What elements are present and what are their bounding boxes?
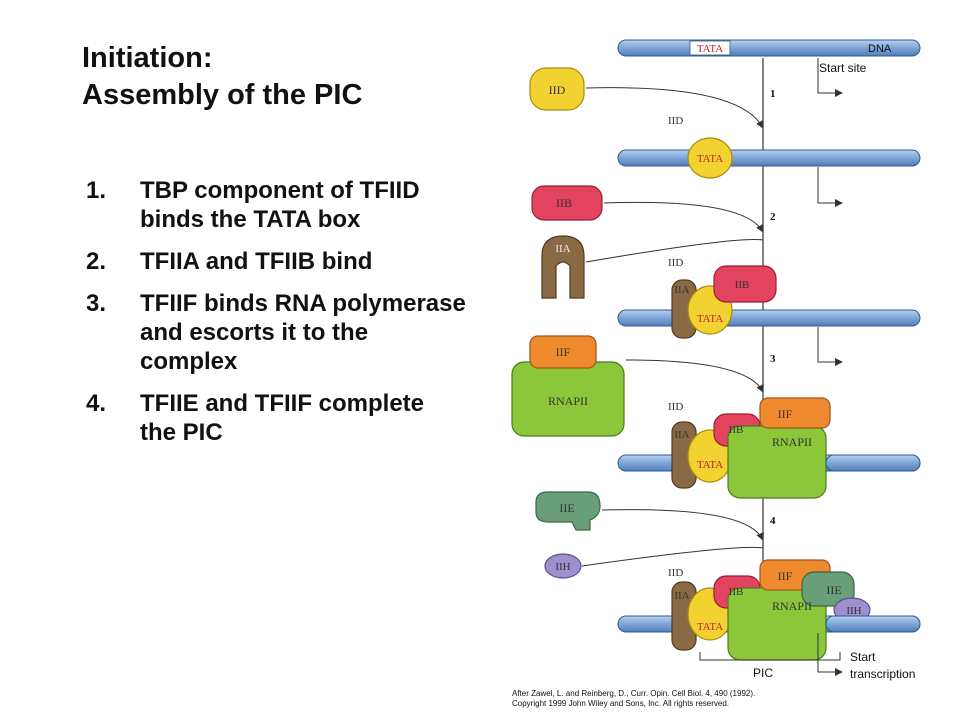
tfiid-bound-icon — [687, 137, 733, 179]
title-line-1: Initiation: — [82, 42, 213, 74]
iib-label: IIB — [729, 424, 744, 436]
start-transcription-label-2: transcription — [850, 667, 915, 681]
copyright-line: Copyright 1999 John Wiley and Sons, Inc.… — [512, 699, 729, 708]
start-site-label: Start site — [819, 61, 867, 75]
rnapii-label: RNAPII — [772, 435, 812, 449]
step-number-2: 2 — [770, 211, 776, 223]
binding-line — [585, 238, 764, 263]
tata-label: TATA — [697, 153, 723, 165]
step-number-1: 1 — [770, 88, 776, 100]
copyright-footer: After Zawel, L. and Reinberg, D., Curr. … — [512, 689, 755, 709]
binding-arrow — [625, 359, 764, 393]
dna-strand-4-exit — [825, 454, 921, 472]
iif-label: IIF — [778, 407, 793, 421]
dna-strand-3 — [617, 309, 921, 327]
step-text: TBP component of TFIID binds the TATA bo… — [140, 177, 420, 233]
svg-text:IIB: IIB — [556, 196, 572, 210]
step-text: TFIIE and TFIIF complete the PIC — [140, 390, 425, 446]
tata-label: TATA — [697, 459, 723, 471]
citation-line: After Zawel, L. and Reinberg, D., Curr. … — [512, 689, 756, 698]
tata-label: TATA — [697, 313, 723, 325]
iib-label: IIB — [729, 586, 744, 598]
tfiif-icon: IIF — [529, 335, 597, 369]
tfiie-icon: IIE — [535, 491, 601, 531]
iia-label: IIA — [674, 590, 689, 602]
iid-label: IID — [668, 115, 683, 127]
slide-title: Initiation: Assembly of the PIC — [82, 40, 362, 114]
rnapii-icon: RNAPII — [511, 361, 625, 437]
tfiib-bound-icon: IIB — [713, 265, 777, 303]
step-item: 1. TBP component of TFIID binds the TATA … — [86, 176, 466, 234]
step-item: 2. TFIIA and TFIIB bind — [86, 247, 466, 276]
iie-label: IIE — [826, 583, 841, 597]
svg-text:IIB: IIB — [735, 279, 750, 291]
iid-label: IID — [668, 567, 683, 579]
start-site-arrow — [817, 327, 843, 366]
iid-label: IID — [668, 257, 683, 269]
dna-label: DNA — [868, 43, 892, 55]
pic-label: PIC — [753, 666, 773, 680]
binding-arrow — [601, 509, 764, 541]
iia-label: IIA — [674, 284, 689, 296]
svg-text:RNAPII: RNAPII — [548, 394, 588, 408]
tfiia-icon: IIA — [541, 235, 585, 299]
tata-label: TATA — [697, 621, 723, 633]
iif-label: IIF — [778, 569, 793, 583]
step-number: 2. — [86, 248, 107, 275]
dna-strand-2 — [617, 149, 921, 167]
dna-strand-1: TATA DNA — [617, 39, 921, 57]
pic-bracket — [699, 652, 841, 661]
step-text: TFIIA and TFIIB bind — [140, 248, 373, 275]
iia-label: IIA — [674, 429, 689, 441]
step-number: 1. — [86, 177, 107, 204]
title-line-2: Assembly of the PIC — [82, 79, 363, 111]
step-number-4: 4 — [770, 515, 776, 527]
svg-text:IID: IID — [549, 83, 566, 97]
tfiid-icon: IID — [529, 67, 585, 111]
step-item: 4. TFIIE and TFIIF complete the PIC — [86, 389, 466, 447]
binding-arrow — [585, 87, 764, 129]
step-item: 3. TFIIF binds RNA polymerase and escorts… — [86, 289, 466, 376]
start-site-arrow — [817, 58, 843, 97]
tfiib-icon: IIB — [531, 185, 603, 221]
svg-text:IIH: IIH — [555, 561, 570, 573]
start-transcription-label-1: Start — [850, 650, 876, 664]
tfiih-icon: IIH — [544, 553, 582, 579]
tfiif-bound-icon — [759, 397, 831, 429]
start-transcription-arrow — [817, 633, 843, 676]
tata-label: TATA — [697, 43, 723, 55]
binding-line — [581, 546, 764, 567]
step-number: 4. — [86, 390, 107, 417]
step-number-3: 3 — [770, 353, 776, 365]
dna-strand-5-exit — [825, 615, 921, 633]
step-number: 3. — [86, 290, 107, 317]
svg-text:IIF: IIF — [556, 345, 571, 359]
tata-box — [689, 40, 731, 56]
svg-text:IIE: IIE — [559, 501, 574, 515]
rnapii-label: RNAPII — [772, 599, 812, 613]
svg-text:IIA: IIA — [555, 243, 570, 255]
step-list: 1. TBP component of TFIID binds the TATA … — [86, 176, 466, 460]
iid-label: IID — [668, 401, 683, 413]
step-text: TFIIF binds RNA polymerase and escorts i… — [140, 290, 466, 375]
tfiie-bound-icon — [801, 571, 855, 607]
iih-label: IIH — [846, 605, 861, 617]
binding-arrow — [603, 201, 764, 233]
start-site-arrow — [817, 167, 843, 207]
